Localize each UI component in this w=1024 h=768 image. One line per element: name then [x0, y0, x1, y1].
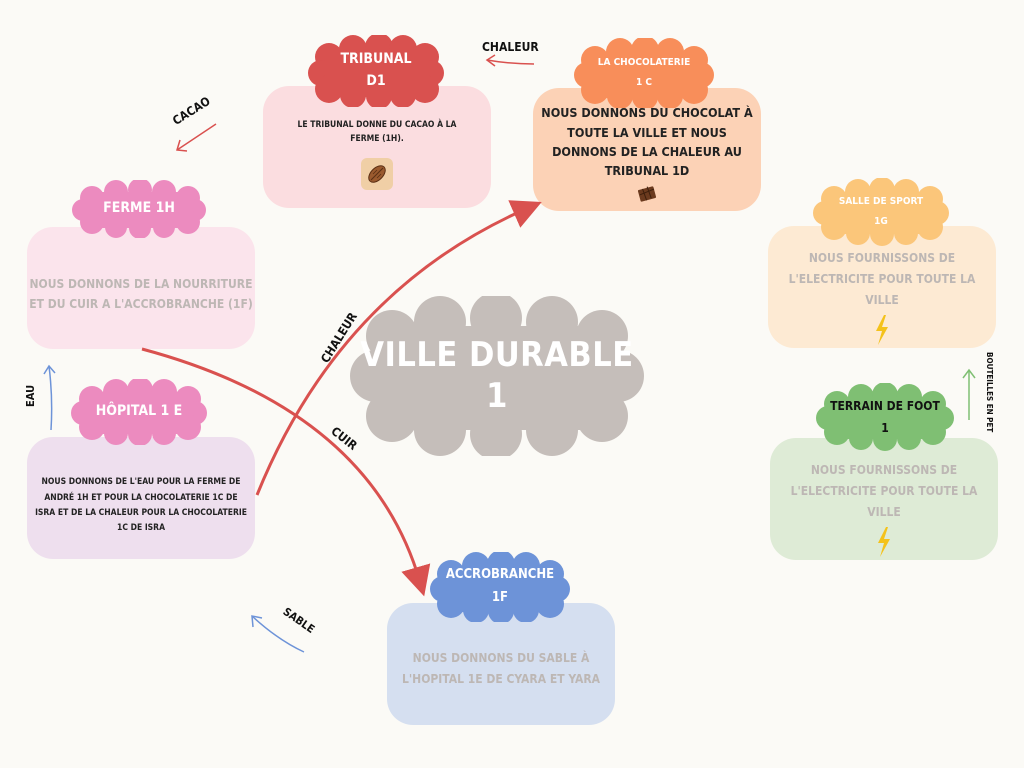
terrain-text: NOUS FOURNISSONS DE L'ELECTRICITE POUR T… [790, 462, 978, 519]
chaleur-top-arrow [485, 54, 535, 67]
sable-label: SABLE [280, 605, 318, 636]
hopital-text: NOUS DONNONS DE L'EAU POUR LA FERME DE A… [35, 477, 247, 534]
center-number: 1 [486, 376, 508, 416]
accro-title: ACCROBRANCHE [445, 567, 555, 583]
center-title: VILLE DURABLE [360, 335, 634, 376]
salle-title-cloud: SALLE DE SPORT 1G [812, 178, 950, 246]
terrain-code: 1 [881, 421, 889, 435]
ferme-text: NOUS DONNONS DE LA NOURRITURE ET DU CUIR… [29, 276, 253, 311]
chocolaterie-title: LA CHOCOLATERIE [597, 57, 691, 68]
chocolate-bar-icon [636, 184, 658, 208]
cloud-shape-icon [72, 180, 206, 238]
bouteilles-arrow [962, 368, 976, 420]
hopital-box: NOUS DONNONS DE L'EAU POUR LA FERME DE A… [27, 437, 255, 559]
accro-title-cloud: ACCROBRANCHE 1F [429, 552, 571, 622]
terrain-title-cloud: TERRAIN DE FOOT 1 [815, 383, 955, 451]
salle-code: 1G [874, 216, 888, 227]
cloud-shape-icon [813, 178, 949, 246]
accro-text: NOUS DONNONS DU SABLE À L'HOPITAL 1E DE … [401, 651, 601, 686]
tribunal-text: LE TRIBUNAL DONNE DU CACAO À LA FERME (1… [297, 119, 457, 144]
eau-arrow [43, 364, 56, 431]
cacao-bean-icon [361, 158, 393, 191]
salle-box: NOUS FOURNISSONS DE L'ELECTRICITE POUR T… [768, 226, 996, 348]
terrain-box: NOUS FOURNISSONS DE L'ELECTRICITE POUR T… [770, 438, 998, 560]
ferme-box: NOUS DONNONS DE LA NOURRITURE ET DU CUIR… [27, 227, 255, 349]
cacao-label: CACAO [170, 93, 213, 128]
tribunal-title: TRIBUNAL [340, 51, 412, 68]
center-cloud: VILLE DURABLE 1 [348, 296, 646, 456]
accro-code: 1F [491, 590, 509, 605]
chaleur-top-label: CHALEUR [482, 40, 539, 54]
bouteilles-label: BOUTEILLES EN PET [985, 352, 994, 433]
chocolaterie-code: 1 C [635, 77, 652, 88]
cloud-shape-icon [574, 38, 714, 108]
hopital-title: HÔPITAL 1 E [95, 403, 183, 420]
cloud-shape-icon [816, 383, 954, 451]
ferme-title-cloud: FERME 1H [70, 180, 208, 238]
chocolaterie-title-cloud: LA CHOCOLATERIE 1 C [573, 38, 715, 108]
lightning-icon [874, 314, 890, 349]
hopital-title-cloud: HÔPITAL 1 E [70, 379, 208, 445]
terrain-title: TERRAIN DE FOOT [830, 398, 940, 413]
cloud-shape-icon [430, 552, 570, 622]
salle-text: NOUS FOURNISSONS DE L'ELECTRICITE POUR T… [788, 250, 976, 307]
eau-label: EAU [24, 384, 37, 407]
chocolaterie-text: NOUS DONNONS DU CHOCOLAT À TOUTE LA VILL… [541, 105, 753, 179]
chocolaterie-box: NOUS DONNONS DU CHOCOLAT À TOUTE LA VILL… [533, 88, 761, 211]
ferme-title: FERME 1H [103, 200, 175, 217]
tribunal-title-cloud: TRIBUNAL D1 [307, 35, 445, 107]
cacao-arrow [176, 123, 217, 152]
accro-box: NOUS DONNONS DU SABLE À L'HOPITAL 1E DE … [387, 603, 615, 725]
salle-title: SALLE DE SPORT [838, 196, 924, 207]
tribunal-code: D1 [366, 73, 386, 89]
lightning-icon [876, 526, 892, 561]
cloud-shape-icon [308, 35, 444, 107]
